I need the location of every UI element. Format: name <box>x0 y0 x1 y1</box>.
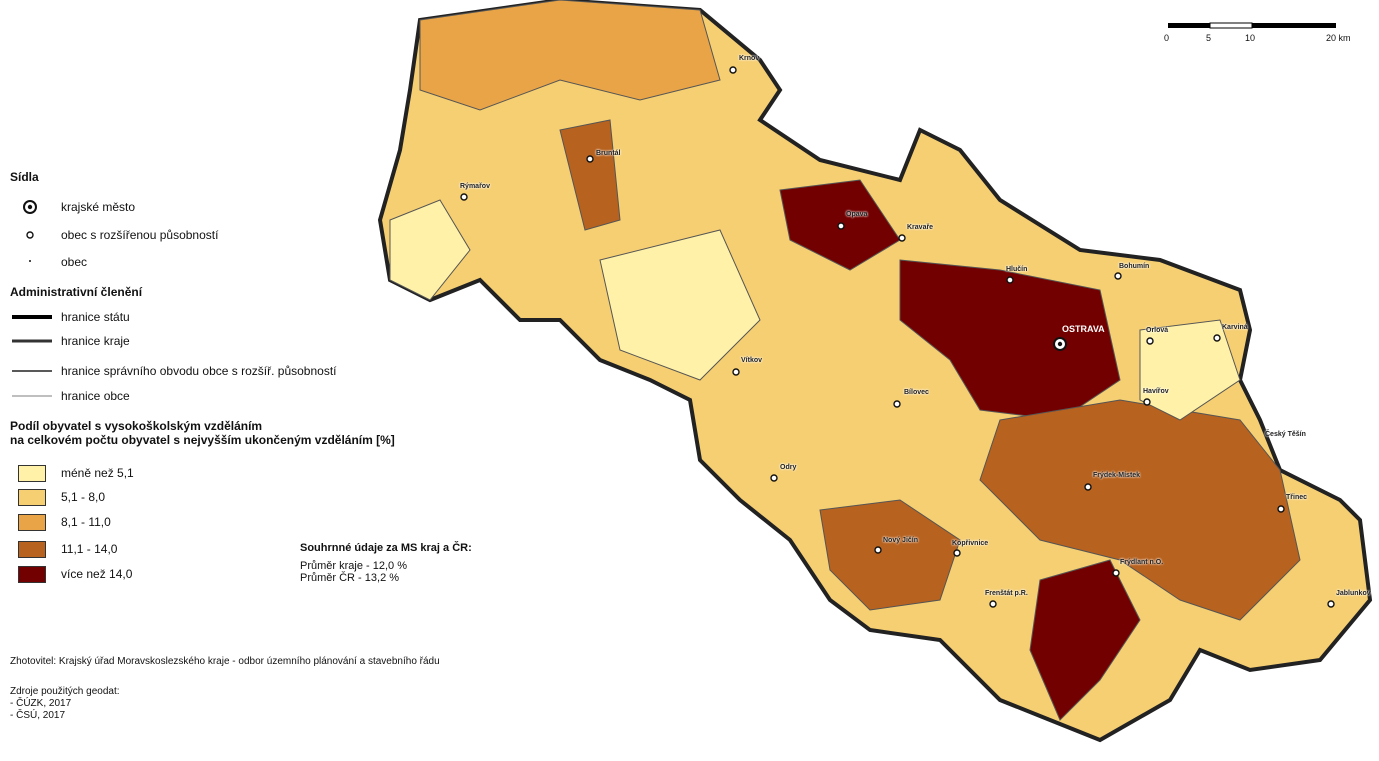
area-south-dark <box>1029 559 1141 721</box>
summary-line-2: Průměr ČR - 13,2 % <box>300 572 400 584</box>
legend-share-title-2: na celkovém počtu obyvatel s nejvyšším u… <box>10 433 395 447</box>
city-opava: Opava <box>846 211 868 218</box>
legend-municipality: obec <box>61 255 88 269</box>
city-hlucin: Hlučín <box>1006 266 1028 273</box>
legend-settlements-title: Sídla <box>10 170 39 184</box>
area-north <box>419 0 721 111</box>
area-bruntal <box>559 119 621 231</box>
scale-label-0: 0 <box>1164 33 1170 43</box>
legend-municipality-border: hranice obce <box>61 389 130 403</box>
city-markers <box>460 66 1335 608</box>
legend-share-title-1: Podíl obyvatel s vysokoškolským vzdělání… <box>10 419 263 433</box>
city-cesky-tesin: Český Těšín <box>1265 431 1306 438</box>
legend-admin-title: Administrativní členění <box>10 285 143 299</box>
city-havirov: Havířov <box>1143 388 1169 395</box>
legend-class-3: 8,1 - 11,0 <box>61 515 111 529</box>
city-vitkov: Vítkov <box>741 357 763 364</box>
legend-swatch-4 <box>18 541 46 558</box>
area-nj <box>819 499 961 611</box>
legend-class-5: více než 14,0 <box>61 567 133 581</box>
legend-class-4: 11,1 - 14,0 <box>61 542 118 556</box>
legend-swatch-3 <box>18 514 46 531</box>
city-frenstat: Frenštát p.R. <box>985 590 1028 597</box>
city-trinec: Třinec <box>1286 494 1308 501</box>
city-frydek: Frýdek-Místek <box>1093 472 1141 479</box>
area-east-light <box>1139 319 1241 421</box>
area-center-light <box>599 229 761 381</box>
city-bohumin: Bohumín <box>1119 263 1150 270</box>
city-bruntal: Bruntál <box>596 150 621 157</box>
city-koprivnice: Kopřivnice <box>952 540 989 547</box>
author-note: Zhotovitel: Krajský úřad Moravskoslezské… <box>10 656 440 667</box>
legend-swatch-5 <box>18 566 46 583</box>
city-ostrava: OSTRAVA <box>1062 324 1105 334</box>
city-kravare: Kravaře <box>907 224 934 231</box>
legend-region-border: hranice kraje <box>61 334 130 348</box>
area-east-brown <box>979 399 1301 621</box>
source-cuzk: - ČÚZK, 2017 <box>10 698 72 709</box>
legend-class-1: méně než 5,1 <box>61 466 134 480</box>
legend-swatch-2 <box>18 489 46 506</box>
city-frydlant: Frýdlant n.O. <box>1120 559 1164 566</box>
sources-title: Zdroje použitých geodat: <box>10 686 120 697</box>
legend-state-border: hranice státu <box>61 310 130 324</box>
scale-label-20: 20 km <box>1326 33 1351 43</box>
summary-title: Souhrnné údaje za MS kraj a ČR: <box>300 542 472 554</box>
city-odry: Odry <box>780 464 797 471</box>
legend-symbols <box>12 200 52 397</box>
city-jablunkov: Jablunkov <box>1336 590 1371 597</box>
city-bilovec: Bílovec <box>904 389 929 396</box>
city-rymarov: Rýmařov <box>460 183 490 190</box>
city-karvina: Karviná <box>1222 324 1248 331</box>
legend-regional-city: krajské město <box>61 200 136 214</box>
legend-swatch-1 <box>18 465 46 482</box>
city-novy-jicin: Nový Jičín <box>883 537 919 544</box>
summary-line-1: Průměr kraje - 12,0 % <box>300 560 407 572</box>
scale-label-10: 10 <box>1245 33 1256 43</box>
city-orlova: Orlová <box>1146 327 1169 334</box>
source-csu: - ČSÚ, 2017 <box>10 710 66 721</box>
scale-label-5: 5 <box>1206 33 1212 43</box>
city-krnov: Krnov <box>739 55 760 62</box>
legend-class-2: 5,1 - 8,0 <box>61 490 106 504</box>
scale-bar <box>1168 22 1336 29</box>
legend-orp-border: hranice správního obvodu obce s rozšíř. … <box>61 364 337 378</box>
legend-ext-municipality: obec s rozšířenou působností <box>61 228 219 242</box>
area-west-light <box>389 199 471 301</box>
